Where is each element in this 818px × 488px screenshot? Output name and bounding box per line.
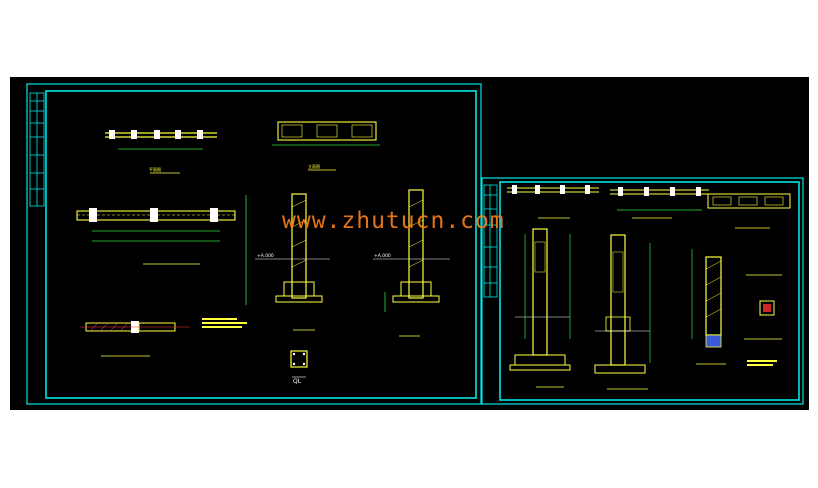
- elevation-caption-1: 立面图: [308, 163, 320, 169]
- wall-plan-1: 平面图: [105, 130, 217, 174]
- sheet2-plan-1: [507, 185, 599, 219]
- sheet1-inner-frame: [45, 90, 477, 399]
- sheet-2: [481, 177, 804, 405]
- watermark-text: www.zhutucn.com: [282, 208, 505, 234]
- sheet1-outer-frame: [26, 83, 482, 405]
- plan-caption-1: 平面图: [149, 166, 161, 172]
- sheet1-title-strip: [29, 92, 45, 207]
- notes-block: [202, 318, 247, 328]
- sheet2-inner-frame: [499, 181, 800, 401]
- cap-detail: [744, 274, 782, 366]
- sheet2-elevation: [707, 193, 791, 229]
- elevation-1: 立面图: [272, 121, 380, 171]
- foundation-plan: [76, 208, 236, 265]
- section-a-a: [509, 228, 571, 388]
- cad-drawing-canvas: 平面图 立面图: [10, 77, 809, 410]
- sheet2-title-strip: [483, 184, 498, 298]
- sheet-1: 平面图 立面图: [26, 83, 482, 405]
- section-2-2: +A.000: [373, 189, 450, 337]
- column-detail: [691, 249, 726, 365]
- sheet2-plan-2: [610, 187, 709, 219]
- elevation-label-2: +A.000: [374, 253, 391, 259]
- lintel-plan: [80, 321, 190, 357]
- ql-detail-label: QL: [293, 378, 302, 385]
- section-b-b: [594, 234, 651, 390]
- ql-detail: QL: [290, 350, 308, 385]
- cad-drawing: 平面图 立面图: [26, 83, 804, 405]
- section-1-1: +A.000: [245, 193, 330, 331]
- sheet2-outer-frame: [481, 177, 804, 405]
- elevation-label-1: +A.000: [257, 253, 274, 259]
